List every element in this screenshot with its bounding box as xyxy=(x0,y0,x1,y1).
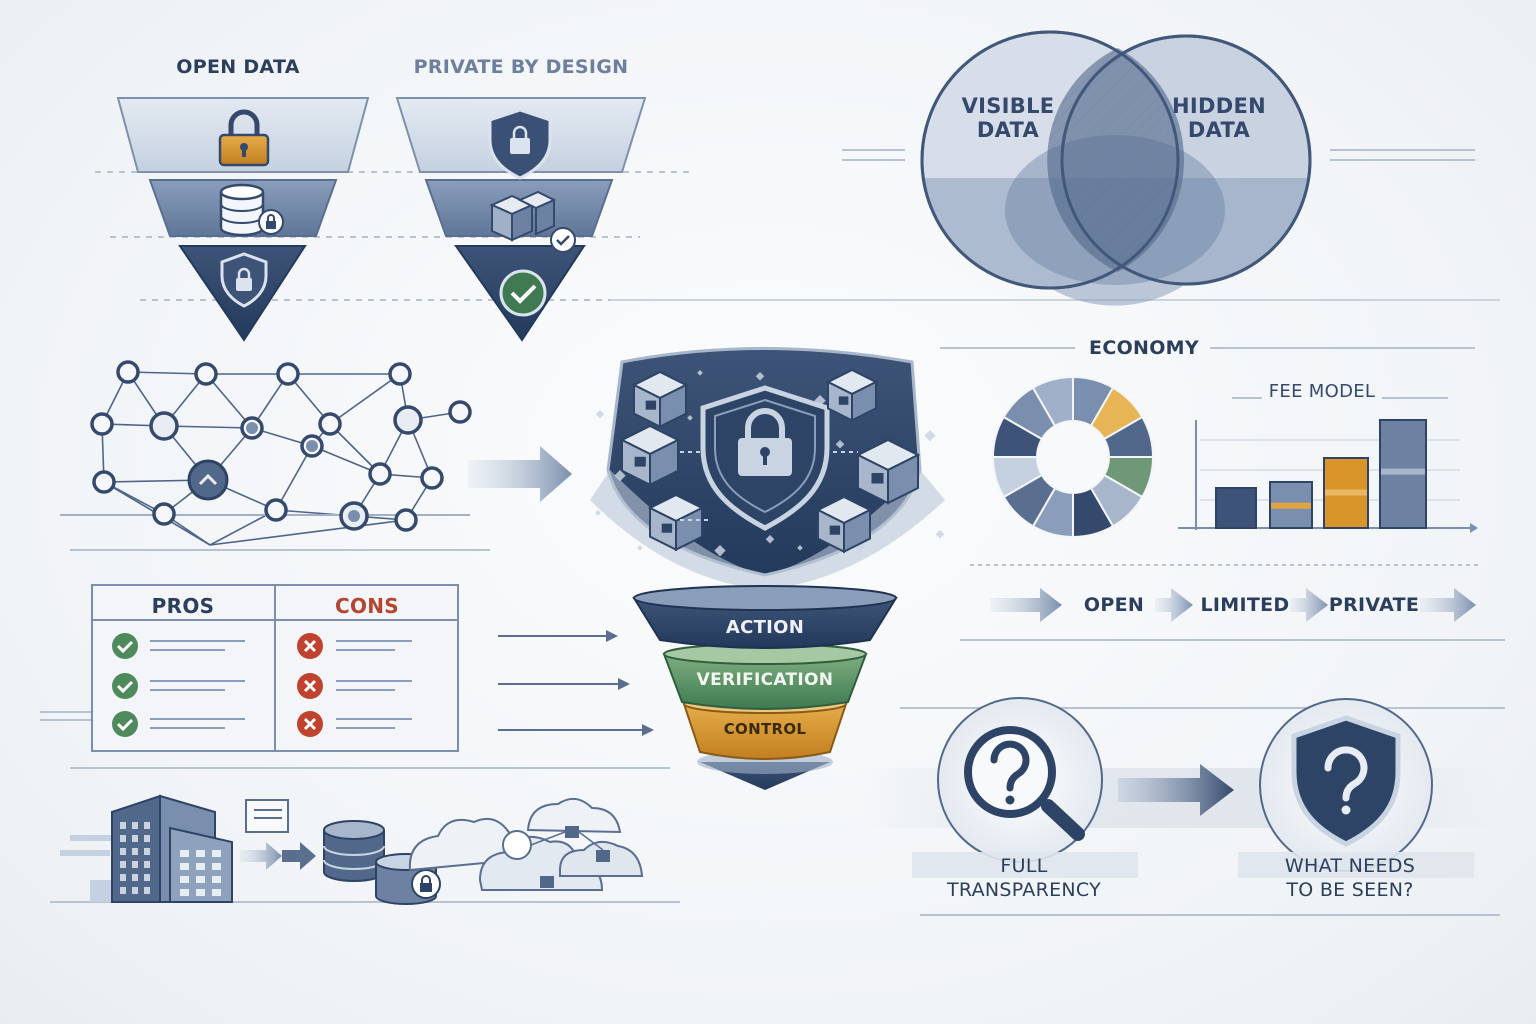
visible-data-label: VISIBLE DATA xyxy=(962,94,1055,142)
cross-icon xyxy=(297,633,323,659)
cube-icon xyxy=(858,440,918,503)
transparency-flow xyxy=(860,698,1500,878)
arrow-icon xyxy=(468,446,572,502)
spectrum-open: OPEN xyxy=(1084,594,1144,616)
cube-icon xyxy=(828,370,876,420)
visible-hidden-venn xyxy=(922,32,1310,306)
table-arrows xyxy=(498,630,654,736)
document-icon xyxy=(246,800,288,832)
open-data-funnel xyxy=(118,98,368,340)
arrow-icon xyxy=(990,588,1062,622)
spectrum-private: PRIVATE xyxy=(1329,594,1419,616)
network-graph xyxy=(60,362,470,545)
hidden-data-label: HIDDEN DATA xyxy=(1172,94,1266,142)
cons-header: CONS xyxy=(335,594,399,618)
private-by-design-title: PRIVATE BY DESIGN xyxy=(414,56,629,78)
arrow-icon xyxy=(1155,588,1193,622)
pros-header: PROS xyxy=(152,594,215,618)
arrow-icon xyxy=(1290,588,1328,622)
verification-layer-label: VERIFICATION xyxy=(697,670,834,690)
cross-icon xyxy=(297,673,323,699)
cube-icon xyxy=(634,372,686,427)
fee-model-chart xyxy=(1178,398,1478,533)
arrow-icon xyxy=(1420,588,1476,622)
check-icon xyxy=(112,633,138,659)
economy-title: ECONOMY xyxy=(1089,337,1199,359)
open-data-title: OPEN DATA xyxy=(176,56,299,78)
secure-core xyxy=(590,349,945,591)
cross-icon xyxy=(297,711,323,737)
full-transparency-label: FULL TRANSPARENCY xyxy=(947,854,1101,902)
private-by-design-funnel xyxy=(397,98,645,340)
pros-cons-table xyxy=(92,585,458,751)
cube-icon xyxy=(622,426,678,485)
building-icon xyxy=(112,796,232,902)
check-icon xyxy=(501,271,545,315)
network-hub-node xyxy=(189,461,227,499)
arrow-icon xyxy=(282,842,316,870)
arrow-icon xyxy=(240,842,282,870)
cube-icon xyxy=(818,497,870,552)
check-icon xyxy=(112,711,138,737)
spectrum-limited: LIMITED xyxy=(1201,594,1290,616)
what-needs-to-be-seen-label: WHAT NEEDS TO BE SEEN? xyxy=(1285,854,1415,902)
cloud-icon xyxy=(410,799,642,890)
infrastructure-strip xyxy=(60,796,642,904)
cube-icon xyxy=(650,495,702,550)
check-icon xyxy=(112,673,138,699)
control-layer-label: CONTROL xyxy=(724,720,807,738)
fee-model-title: FEE MODEL xyxy=(1269,381,1375,402)
economy-donut xyxy=(993,377,1153,537)
action-layer-label: ACTION xyxy=(726,617,804,638)
